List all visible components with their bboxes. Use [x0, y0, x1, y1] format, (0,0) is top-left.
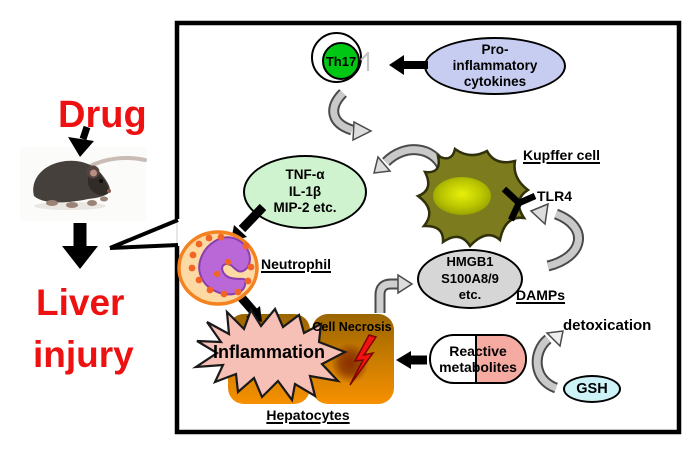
gsh-label: GSH [576, 380, 608, 397]
damps-line-3: etc. [458, 287, 482, 303]
tlr4-receptor-icon [501, 186, 537, 222]
reactive-metabolites-capsule: Reactive metabolites [429, 334, 527, 384]
kupffer-cell-label: Kupffer cell [523, 147, 601, 163]
necrosis-to-damps-arrow [374, 273, 414, 313]
metabolites-to-hepatocytes-arrow [396, 351, 427, 369]
detoxication-label: detoxication [563, 317, 652, 334]
th17-cell: Th17 [322, 42, 360, 80]
mouse-photo [20, 147, 147, 221]
reactive-metabolites-line-2: metabolites [439, 359, 517, 375]
kupffer-to-cytokines-arrow [373, 144, 448, 174]
hepatocytes-label: Hepatocytes [266, 407, 350, 423]
damps-label: DAMPs [516, 287, 566, 303]
pro-line-1: Pro- [481, 41, 509, 57]
damps-to-tlr4-arrow [529, 202, 584, 272]
gsh-detoxication-arrow [531, 330, 564, 394]
mouse-to-liver-injury-arrow [62, 223, 98, 269]
damps-ellipse: HMGB1 S100A8/9 etc. [417, 249, 523, 309]
th17-differentiation-arrow [328, 89, 373, 142]
cytokine-line-3: MIP-2 etc. [273, 200, 337, 216]
th17-side-mark [360, 52, 370, 71]
drug-label: Drug [58, 94, 147, 136]
kupffer-cell-illustration [415, 146, 531, 249]
cytokine-line-1: TNF-α [285, 166, 325, 182]
damps-line-2: S100A8/9 [441, 270, 499, 286]
pro-line-3: cytokines [463, 74, 527, 90]
magnifier-wedge [109, 218, 179, 250]
gsh-ellipse: GSH [563, 375, 621, 403]
cell-necrosis-label: Cell Necrosis [312, 320, 392, 334]
tlr4-label: TLR4 [537, 188, 572, 204]
cytokines-ellipse: TNF-α IL-1β MIP-2 etc. [243, 155, 367, 229]
cytokines-to-th17-arrow [389, 55, 428, 75]
neutrophil-illustration [177, 230, 259, 306]
pro-line-2: inflammatory [452, 57, 538, 73]
damps-line-1: HMGB1 [446, 253, 494, 269]
liver-injury-label-line2: injury [33, 334, 134, 375]
inflammation-label: Inflammation [212, 342, 325, 362]
neutrophil-label: Neutrophil [261, 256, 331, 272]
pro-inflammatory-cytokines-ellipse: Pro- inflammatory cytokines [424, 37, 566, 95]
th17-label: Th17 [325, 53, 357, 69]
cytokine-line-2: IL-1β [288, 183, 322, 199]
reactive-metabolites-line-1: Reactive [449, 342, 507, 359]
liver-injury-label-line1: Liver [36, 282, 125, 323]
